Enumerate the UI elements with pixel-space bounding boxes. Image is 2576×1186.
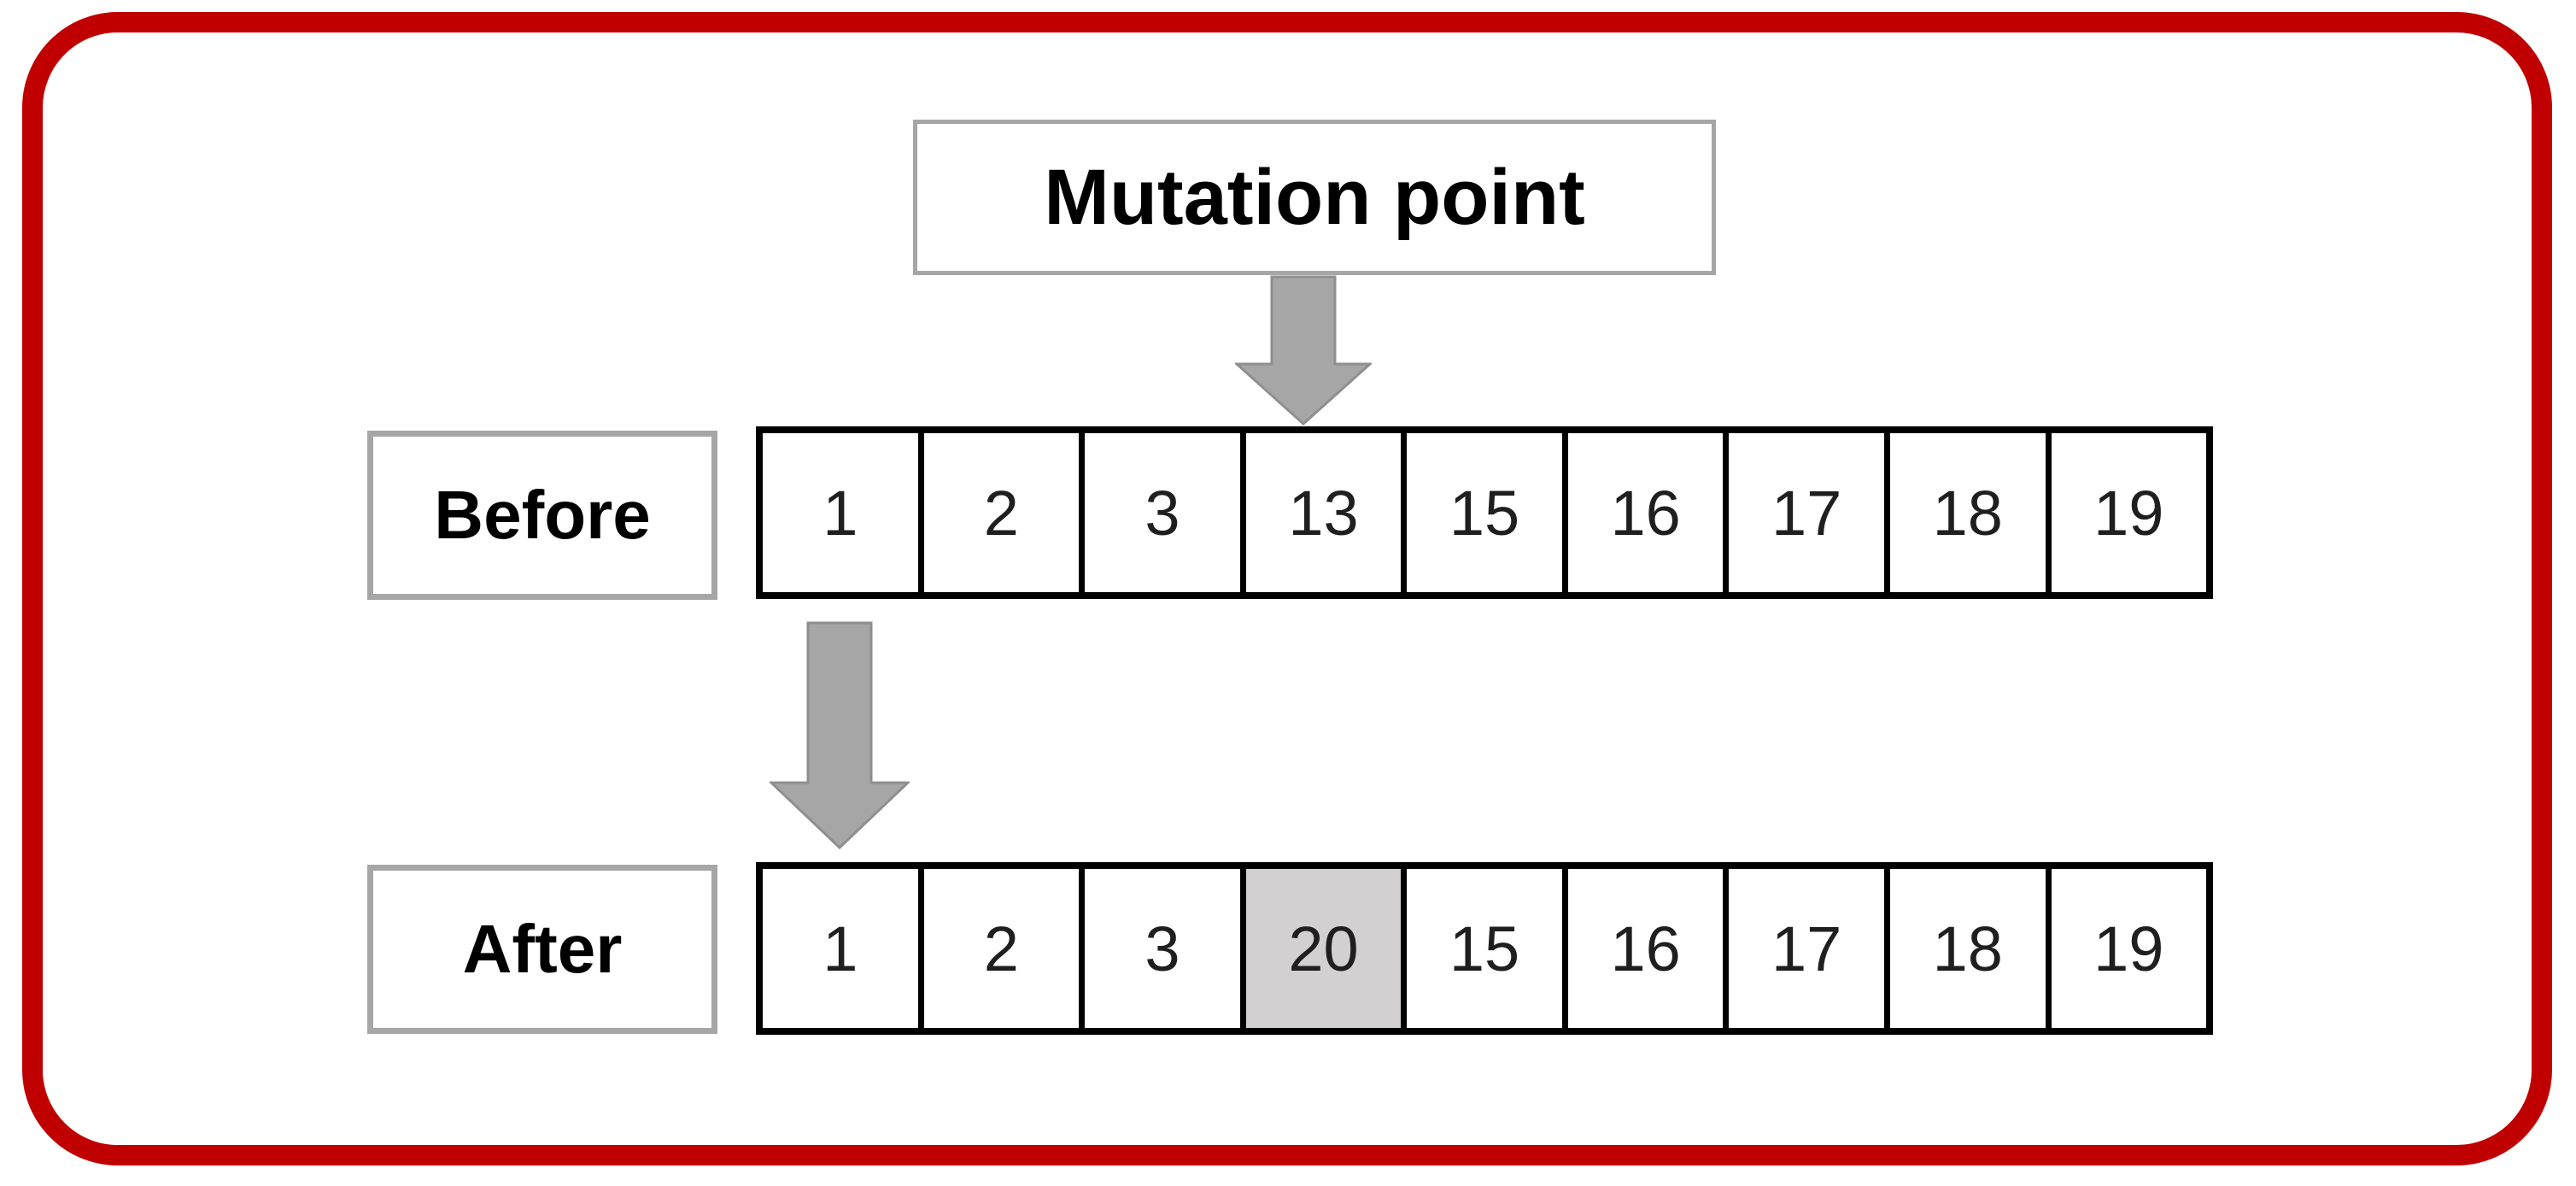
after-cell: 2: [917, 869, 1080, 1028]
after-cell: 19: [2045, 869, 2207, 1028]
before-to-after-block-arrow-down-icon: [770, 621, 910, 849]
before-cell: 18: [1883, 433, 2046, 592]
before-cell: 1: [763, 433, 918, 592]
before-cell: 3: [1079, 433, 1240, 592]
after-cell: 3: [1079, 869, 1240, 1028]
after-cell: 20: [1239, 869, 1402, 1028]
after-label-box: After: [367, 865, 717, 1034]
after-cell: 16: [1561, 869, 1724, 1028]
red-rounded-frame: [22, 12, 2552, 1165]
before-label-box: Before: [367, 431, 717, 600]
before-cell: 16: [1561, 433, 1724, 592]
after-cell: 17: [1723, 869, 1884, 1028]
before-label: Before: [434, 477, 651, 553]
before-cell: 2: [917, 433, 1080, 592]
after-cell: 15: [1401, 869, 1562, 1028]
before-cell: 15: [1401, 433, 1562, 592]
after-label: After: [462, 911, 623, 987]
mutation-block-arrow-down-icon: [1235, 275, 1372, 426]
before-cell: 17: [1723, 433, 1884, 592]
before-cell: 13: [1239, 433, 1402, 592]
mutation-point-label-box: Mutation point: [913, 120, 1716, 275]
before-cell: 19: [2045, 433, 2207, 592]
mutation-point-label: Mutation point: [1044, 153, 1585, 241]
after-cell: 1: [763, 869, 918, 1028]
after-cell: 18: [1883, 869, 2046, 1028]
